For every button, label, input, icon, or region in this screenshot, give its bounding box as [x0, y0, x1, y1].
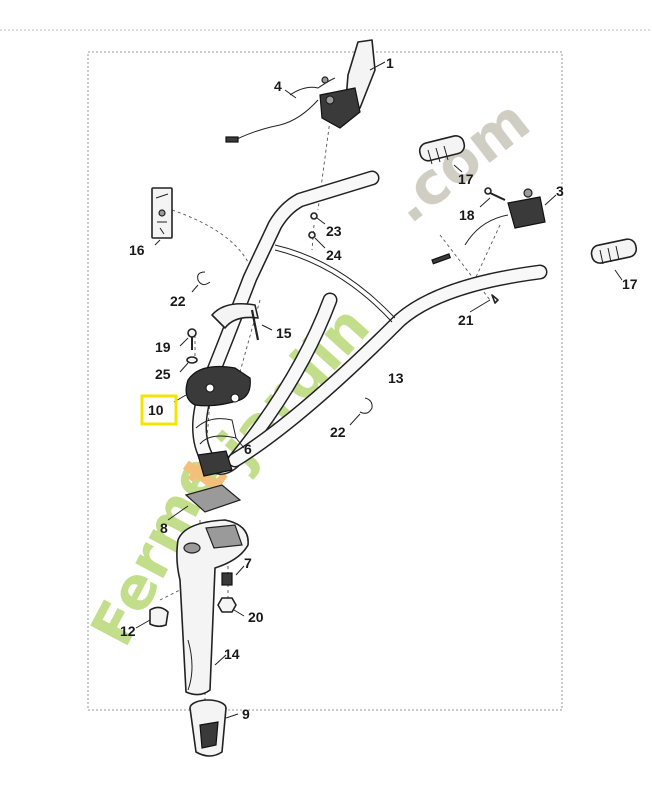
callout-13: 13: [388, 370, 404, 386]
grip-upper: [418, 135, 466, 173]
housing-cover-10: [173, 365, 251, 407]
callout-12: 12: [120, 623, 136, 639]
callout-20: 20: [248, 609, 264, 625]
control-lever: [319, 39, 386, 129]
callout-17b: 17: [622, 276, 638, 292]
callout-10: 10: [148, 402, 164, 418]
clip-22-lower: [349, 397, 373, 426]
callout-17a: 17: [458, 171, 474, 187]
callout-22a: 22: [170, 293, 186, 309]
handlebar-tube: [192, 170, 548, 475]
lower-tube-14: [176, 519, 249, 696]
grip-lower: [590, 238, 638, 281]
clamp-15: [211, 302, 273, 341]
callout-9: 9: [242, 706, 250, 722]
warning-label: [151, 187, 173, 246]
bolt-23: [308, 212, 326, 249]
callout-22b: 22: [330, 424, 346, 440]
screw-19: [179, 328, 197, 350]
throttle-cable: [225, 76, 336, 143]
callout-4: 4: [274, 78, 282, 94]
clip-22-upper: [191, 271, 211, 293]
callout-14: 14: [224, 646, 240, 662]
nut-7: [221, 565, 245, 586]
callout-6: 6: [244, 441, 252, 457]
washer-25: [179, 356, 198, 373]
callout-labels: 1 4 17 3 18 23 24 16 17 22 21 15 19 25 1…: [120, 55, 638, 722]
callout-1: 1: [386, 55, 394, 71]
callout-3: 3: [556, 183, 564, 199]
screw-18: [479, 187, 506, 208]
callout-8: 8: [160, 520, 168, 536]
nut-20: [217, 597, 245, 617]
callout-23: 23: [326, 223, 342, 239]
callout-25: 25: [155, 366, 171, 382]
sleeve-9: [189, 699, 239, 757]
diagram-frame: [87, 51, 563, 711]
bracket-8: [167, 450, 242, 521]
callout-24: 24: [326, 247, 342, 263]
callout-18: 18: [459, 207, 475, 223]
spring-6: [195, 418, 245, 449]
callout-10-highlight: [140, 394, 178, 426]
callout-21: 21: [458, 312, 474, 328]
callout-15: 15: [276, 325, 292, 341]
callout-19: 19: [155, 339, 171, 355]
callout-16: 16: [129, 242, 145, 258]
knob-12: [135, 606, 169, 629]
control-switch: [431, 188, 557, 265]
pin-21: [469, 294, 499, 313]
callout-7: 7: [244, 555, 252, 571]
